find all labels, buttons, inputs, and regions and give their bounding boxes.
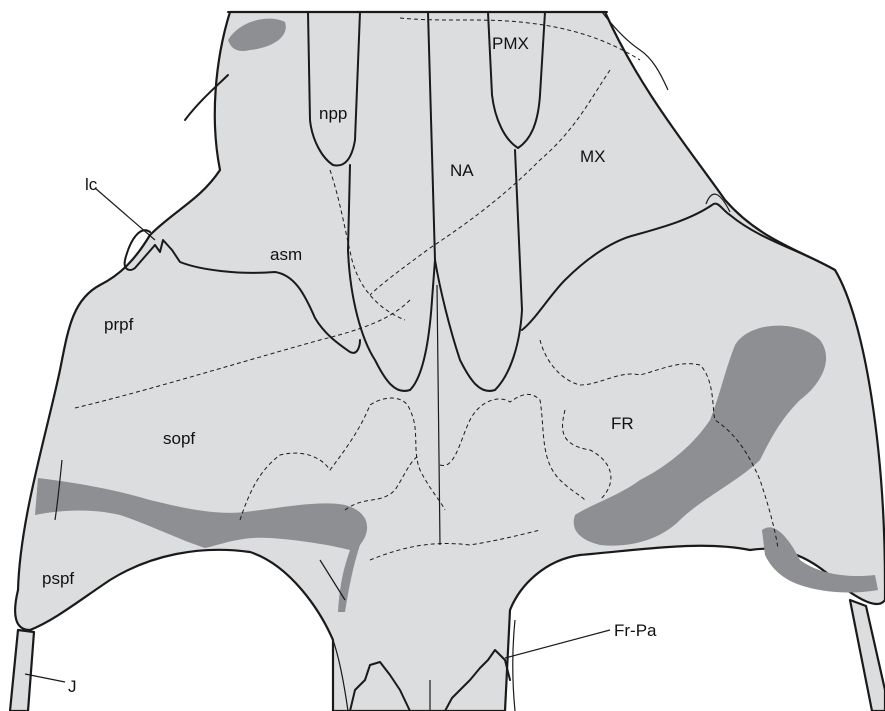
label-asm: asm [270,245,302,264]
lc-leader [95,188,155,240]
fr-pa-leader [505,630,610,658]
label-fr: FR [611,414,634,433]
label-lc: lc [85,175,98,194]
label-pspf: pspf [42,569,74,588]
label-mx: MX [580,147,606,166]
label-na: NA [450,161,474,180]
label-sopf: sopf [163,429,195,448]
label-npp: npp [319,104,347,123]
parietal-right-line [513,620,515,711]
right-jugal [850,600,885,711]
label-j: J [68,677,77,696]
label-prpf: prpf [104,315,134,334]
label-pmx: PMX [492,34,529,53]
left-jugal [10,630,34,711]
label-fr-pa: Fr-Pa [614,621,657,640]
